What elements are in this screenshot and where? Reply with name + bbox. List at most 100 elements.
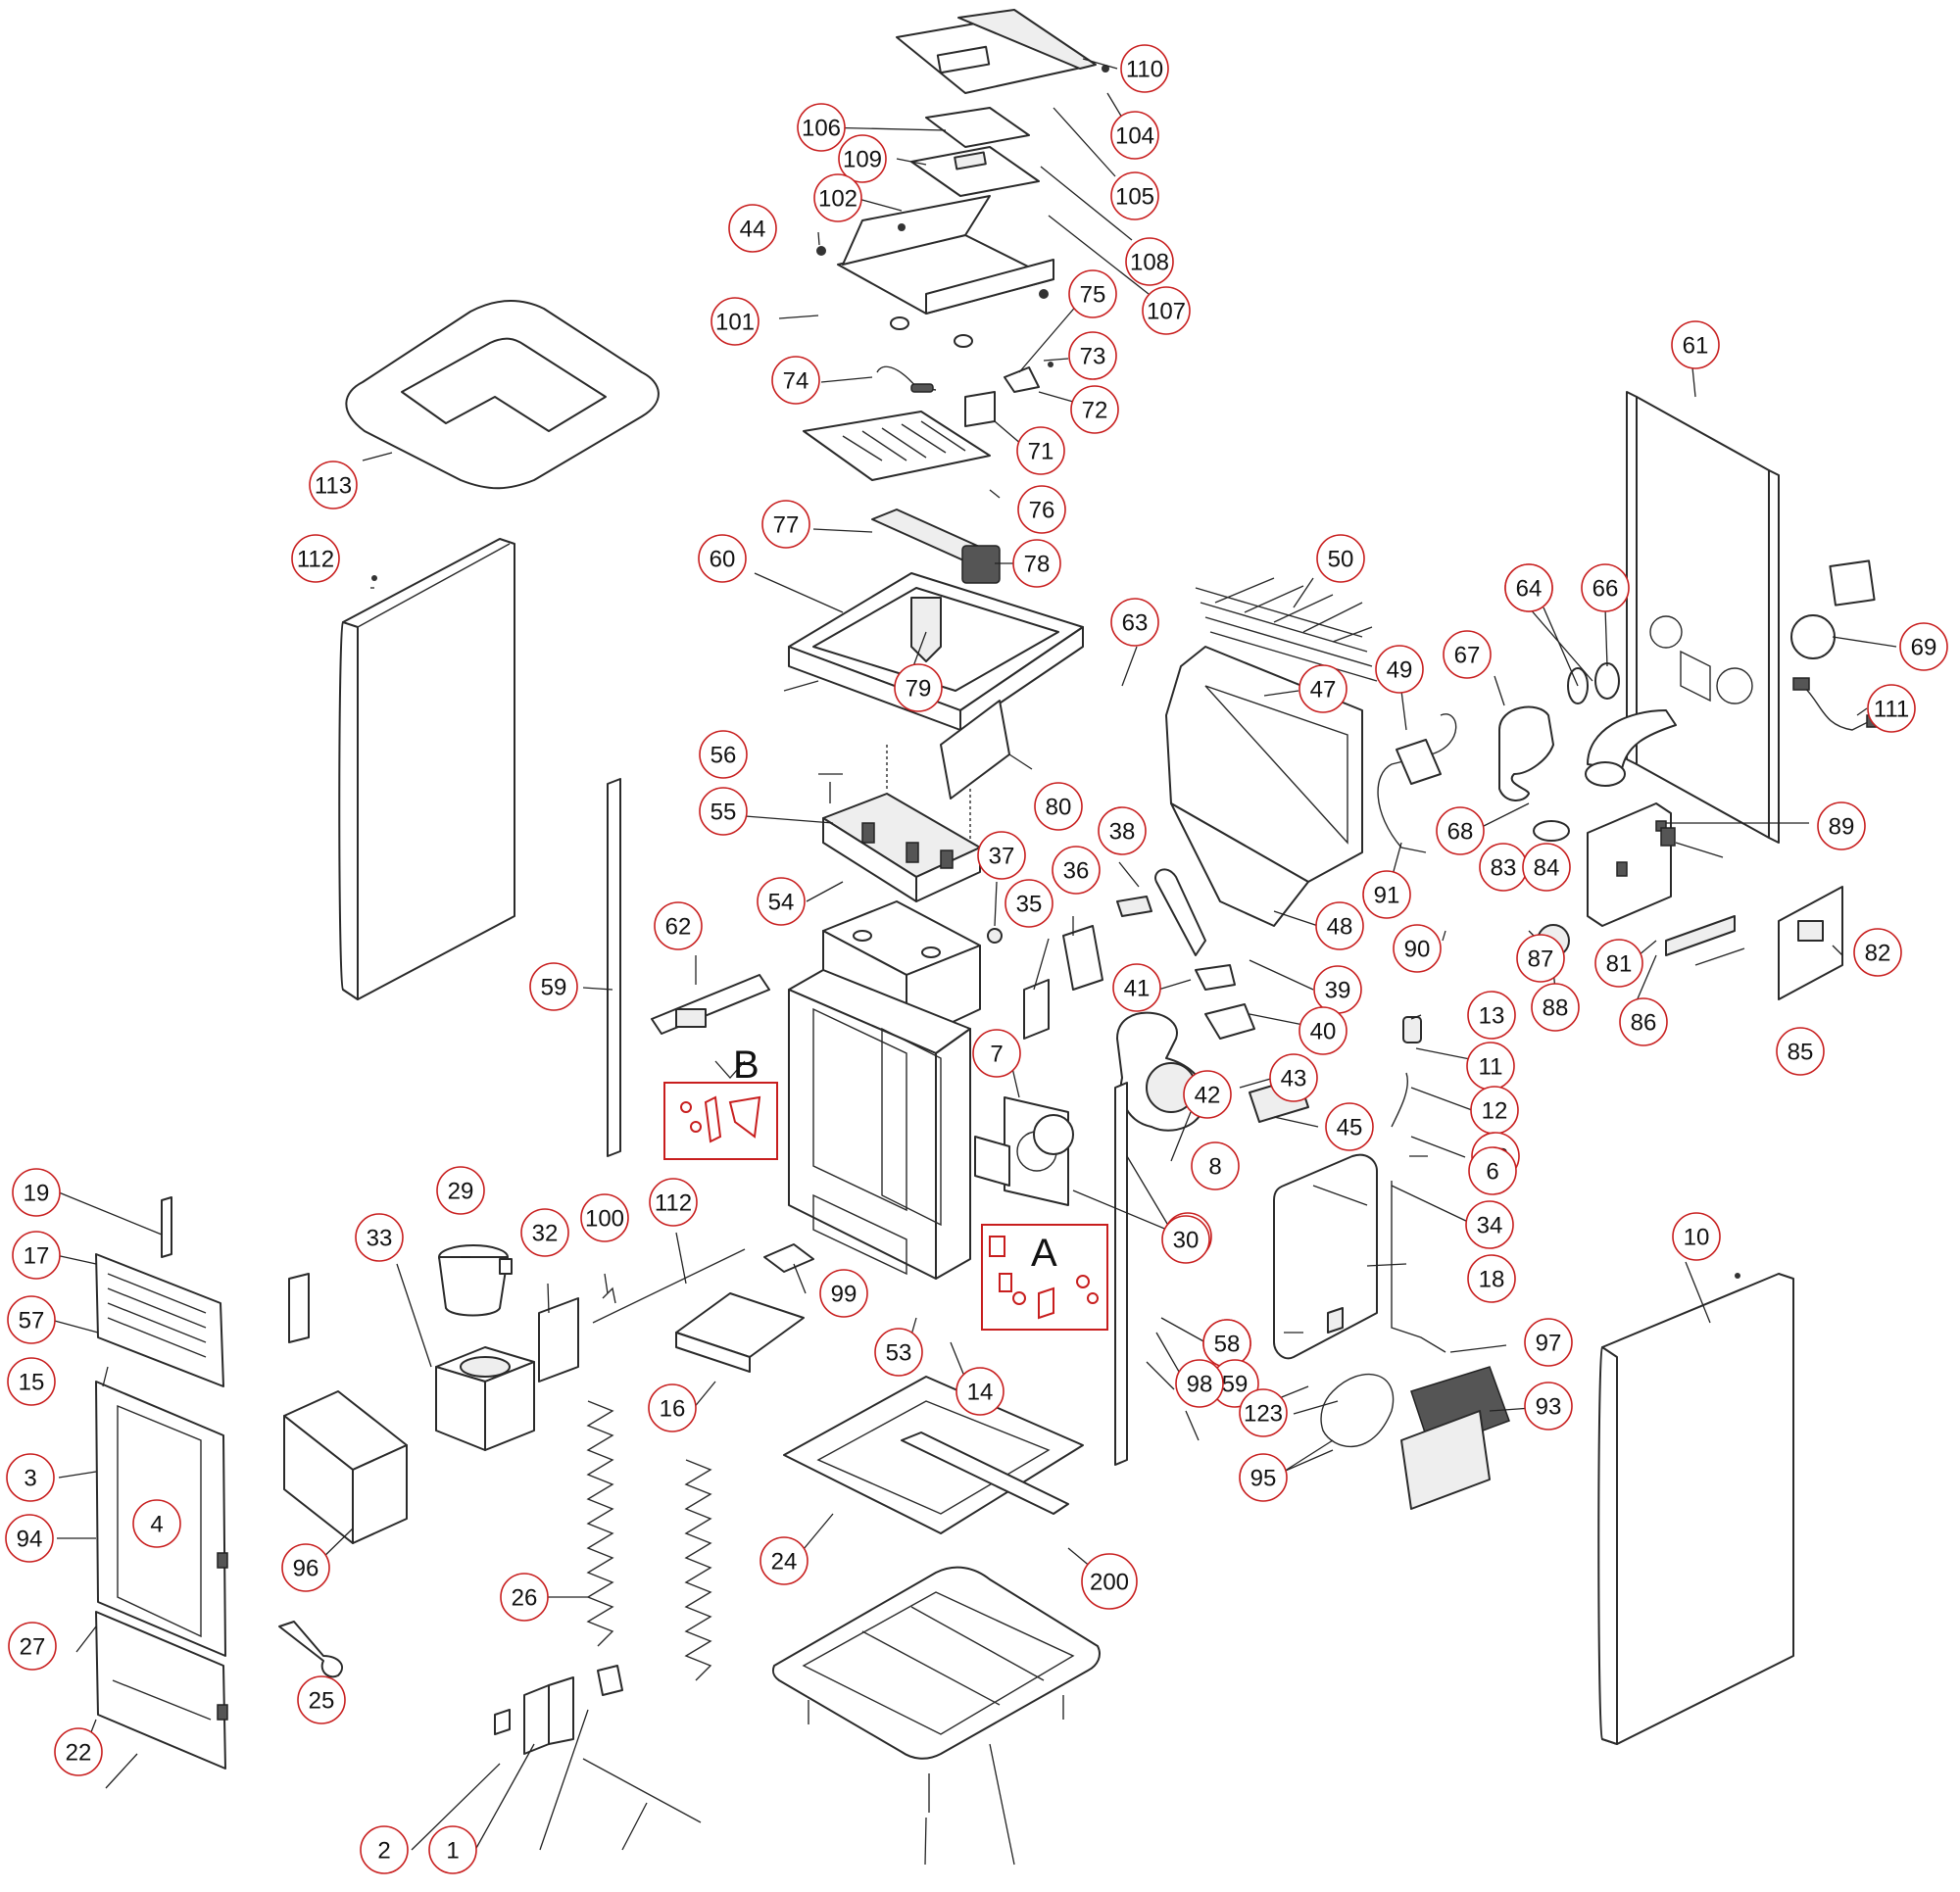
callout-number: 19 [24, 1181, 50, 1207]
callout-number: 14 [967, 1380, 994, 1406]
callout-circle [977, 831, 1026, 880]
callout-67: 67 [1443, 630, 1492, 679]
callout-number: 83 [1491, 855, 1517, 882]
callout-number: 16 [660, 1396, 686, 1423]
callout-54: 54 [757, 877, 806, 926]
callout-circle [1672, 1212, 1721, 1261]
callout-circle [1052, 846, 1101, 895]
callout-number: 96 [293, 1556, 319, 1582]
callout-number: 29 [448, 1179, 474, 1205]
callout-circle [1068, 331, 1117, 380]
callout-10: 10 [1672, 1212, 1721, 1261]
callout-circle [1239, 1453, 1288, 1502]
callout-circle [12, 1168, 61, 1217]
callout-75: 75 [1068, 269, 1117, 318]
callout-number: 22 [66, 1740, 92, 1767]
callout-number: 25 [309, 1688, 335, 1715]
burn-pot-holder [435, 1346, 535, 1451]
callout-109: 109 [838, 134, 887, 183]
callout-number: 90 [1404, 937, 1431, 963]
callout-37: 37 [977, 831, 1026, 880]
fan-mount-plate [974, 1096, 1074, 1206]
callout-110: 110 [1120, 44, 1169, 93]
callout-circle [1594, 939, 1643, 988]
callout-circle [1068, 269, 1117, 318]
callout-number: 89 [1829, 814, 1855, 841]
callout-circle [1098, 806, 1147, 855]
callout-number: 30 [1173, 1228, 1200, 1254]
callout-66: 66 [1581, 563, 1630, 612]
callout-29: 29 [436, 1166, 485, 1215]
callout-number: 78 [1024, 552, 1051, 578]
callout-55: 55 [699, 787, 748, 836]
callout-30: 30 [1161, 1215, 1210, 1264]
callout-13: 13 [1467, 991, 1516, 1040]
callout-circle [297, 1675, 346, 1724]
callout-112: 112 [649, 1178, 698, 1227]
callout-circle [1776, 1027, 1825, 1076]
callout-100: 100 [580, 1193, 629, 1242]
callout-number: 55 [710, 800, 737, 826]
callout-number: 64 [1516, 576, 1543, 603]
callouts: 1101041061051091081021074410175737274711… [5, 44, 1948, 1874]
pellet-sensor [651, 974, 770, 1035]
callout-number: 38 [1109, 819, 1136, 846]
callout-circle [1393, 924, 1442, 973]
callout-circle [1853, 928, 1902, 977]
callout-circle [12, 1231, 61, 1280]
callout-circle [698, 534, 747, 583]
callout-circle [1161, 1215, 1210, 1264]
callout-number: 37 [989, 844, 1015, 870]
callout-6: 6 [1468, 1146, 1517, 1195]
callout-number: 1 [446, 1838, 459, 1865]
callout-circle [797, 103, 846, 152]
callout-8: 8 [1191, 1141, 1240, 1190]
callout-circle [1465, 1200, 1514, 1249]
callout-79: 79 [894, 663, 943, 712]
callout-25: 25 [297, 1675, 346, 1724]
callout-number: 72 [1082, 398, 1108, 424]
callout-40: 40 [1298, 1006, 1348, 1055]
callout-69: 69 [1899, 622, 1948, 671]
callout-circle [1004, 879, 1054, 928]
callout-number: 17 [24, 1243, 50, 1270]
callout-number: 60 [710, 547, 736, 573]
callout-number: 76 [1029, 498, 1055, 524]
callout-number: 66 [1592, 576, 1619, 603]
callout-circle [838, 134, 887, 183]
burner-block [822, 793, 981, 902]
callout-42: 42 [1183, 1070, 1232, 1119]
callout-33: 33 [355, 1213, 404, 1262]
callout-circle [1016, 426, 1065, 475]
callout-circle [1522, 843, 1571, 892]
callout-number: 91 [1374, 883, 1400, 909]
callout-number: 47 [1310, 677, 1337, 703]
callout-number: 56 [710, 743, 737, 769]
callout-15: 15 [7, 1357, 56, 1406]
callout-53: 53 [874, 1328, 923, 1377]
callout-number: 3 [24, 1466, 36, 1492]
callout-number: 4 [150, 1512, 163, 1538]
callout-circle [874, 1328, 923, 1377]
back-panel [1626, 391, 1780, 844]
callout-41: 41 [1112, 963, 1161, 1012]
callout-number: 100 [585, 1206, 624, 1233]
callout-12: 12 [1470, 1086, 1519, 1135]
callout-number: 79 [906, 676, 932, 703]
callout-circle [1017, 485, 1066, 534]
callout-number: 15 [19, 1370, 45, 1396]
callout-number: 59 [541, 975, 567, 1001]
callout-43: 43 [1269, 1053, 1318, 1102]
callout-circle [1110, 171, 1159, 220]
callout-circle [1504, 563, 1553, 612]
callout-circle [360, 1825, 409, 1874]
callout-circle [1316, 534, 1365, 583]
callout-circle [7, 1357, 56, 1406]
bolts [829, 745, 971, 843]
callout-number: 18 [1479, 1267, 1505, 1293]
callout-90: 90 [1393, 924, 1442, 973]
callout-50: 50 [1316, 534, 1365, 583]
callout-95: 95 [1239, 1453, 1288, 1502]
callout-number: 200 [1090, 1570, 1129, 1596]
